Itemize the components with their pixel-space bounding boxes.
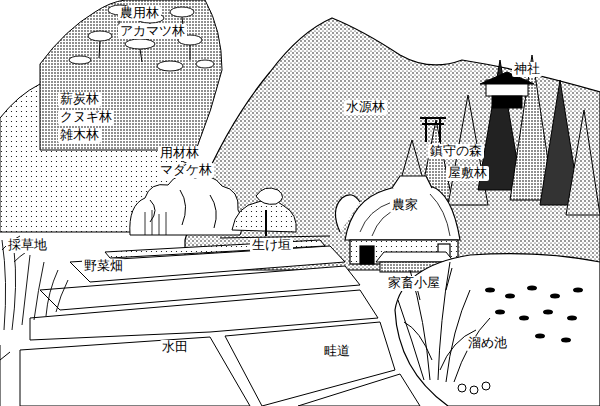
area-label: 雑木林 [58, 128, 101, 143]
bamboo-timber-grove [150, 190, 216, 228]
water-source-mountain [185, 18, 600, 270]
pond [470, 386, 478, 394]
pond [485, 286, 583, 343]
red-pine-forest [40, 0, 222, 150]
red-pine-forest [125, 39, 155, 49]
pond [519, 316, 529, 321]
area-label: クヌギ林 [58, 110, 114, 125]
area-label: 鎮守の森 [428, 144, 484, 159]
area-label: 水田 [160, 340, 190, 355]
torii-gate [420, 118, 446, 142]
farmhouse [360, 246, 374, 264]
rice-fields [0, 240, 420, 406]
pond [550, 294, 560, 299]
bamboo-timber-grove [130, 175, 243, 235]
area-label: 農家 [390, 198, 420, 213]
area-label: 家畜小屋 [386, 276, 442, 291]
bamboo-timber-grove [145, 210, 166, 235]
area-label: 採草地 [6, 238, 49, 253]
red-pine-forest [88, 31, 112, 41]
area-label: 薪炭林 [58, 92, 101, 107]
pond [458, 382, 490, 394]
torii-gate [420, 118, 446, 142]
pond [482, 382, 490, 390]
area-label: 生け垣 [250, 238, 293, 253]
area-label: 畦道 [322, 344, 352, 359]
pond [485, 288, 495, 293]
red-pine-forest [99, 15, 190, 62]
pond [561, 338, 571, 343]
pond [527, 286, 537, 291]
farmhouse [335, 176, 460, 264]
shrine-building [480, 72, 534, 108]
red-pine-forest [40, 0, 222, 150]
farmhouse [335, 195, 360, 232]
farmhouse [345, 186, 460, 241]
bamboo-timber-grove [130, 175, 243, 235]
pond [458, 384, 466, 392]
area-label: 野菜畑 [82, 259, 125, 274]
pond [567, 316, 577, 321]
farmhouse [392, 176, 432, 188]
rice-fields [298, 374, 420, 406]
rice-fields [0, 345, 10, 406]
red-pine-forest [99, 15, 190, 62]
pond [505, 294, 515, 299]
area-label: 用材林 [158, 146, 201, 161]
water-source-mountain [185, 18, 600, 270]
barn [376, 252, 454, 262]
pond [573, 288, 583, 293]
rice-fields [20, 337, 250, 406]
area-label: アカマツ林 [118, 24, 187, 39]
red-pine-forest [69, 56, 91, 64]
pond [495, 310, 505, 315]
hedge-and-tree [265, 210, 267, 236]
grass-meadow [2, 236, 68, 330]
pond [535, 334, 545, 339]
red-pine-forest [69, 5, 214, 71]
hedge-and-tree [256, 188, 283, 204]
area-label: マダケ林 [158, 163, 214, 178]
grass-meadow [2, 236, 68, 330]
rice-fields [30, 290, 378, 340]
shrine-grove [566, 110, 600, 215]
red-pine-forest [196, 60, 214, 68]
area-label: 水源林 [344, 100, 387, 115]
pond [543, 310, 553, 315]
farmhouse [360, 194, 450, 236]
area-label: 屋敷林 [446, 166, 489, 181]
area-label: 溜め池 [466, 336, 509, 351]
area-label: 農用林 [118, 6, 161, 21]
red-pine-forest [170, 7, 194, 17]
red-pine-forest [157, 61, 183, 71]
area-label: 神社 [512, 62, 542, 77]
hedge-and-tree [232, 200, 296, 232]
bamboo-timber-grove [145, 210, 166, 235]
farmhouse [350, 240, 458, 264]
shrine-building [492, 96, 522, 108]
hedge-and-tree [220, 188, 330, 238]
